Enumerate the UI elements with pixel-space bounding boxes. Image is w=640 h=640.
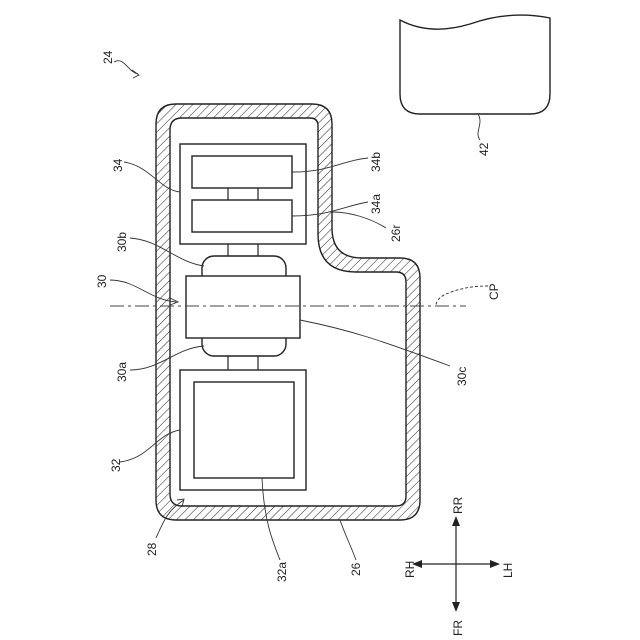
component-34a <box>192 200 292 232</box>
ref-26: 26 <box>349 562 363 576</box>
ref-26r: 26r <box>389 225 403 242</box>
direction-indicator <box>412 516 500 612</box>
ref-42: 42 <box>477 142 491 156</box>
dir-lh: LH <box>501 563 515 578</box>
dir-rh: RH <box>403 561 417 578</box>
component-30c <box>186 276 300 338</box>
ref-30c: 30c <box>455 367 469 386</box>
ref-32a: 32a <box>275 562 289 582</box>
ref-24: 24 <box>101 50 115 64</box>
ref-34a: 34a <box>369 194 383 214</box>
ref-28: 28 <box>145 542 159 556</box>
dir-fr: FR <box>451 620 465 636</box>
component-32a <box>194 382 294 478</box>
ref-30b: 30b <box>115 232 129 252</box>
ref-cp: CP <box>487 283 501 300</box>
ref-34b: 34b <box>369 152 383 172</box>
ref-30a: 30a <box>115 362 129 382</box>
ref-34: 34 <box>111 158 125 172</box>
component-42 <box>400 15 550 114</box>
component-34b <box>192 156 292 188</box>
ref-30: 30 <box>95 274 109 288</box>
dir-rr: RR <box>451 496 465 514</box>
ref-32: 32 <box>109 458 123 472</box>
